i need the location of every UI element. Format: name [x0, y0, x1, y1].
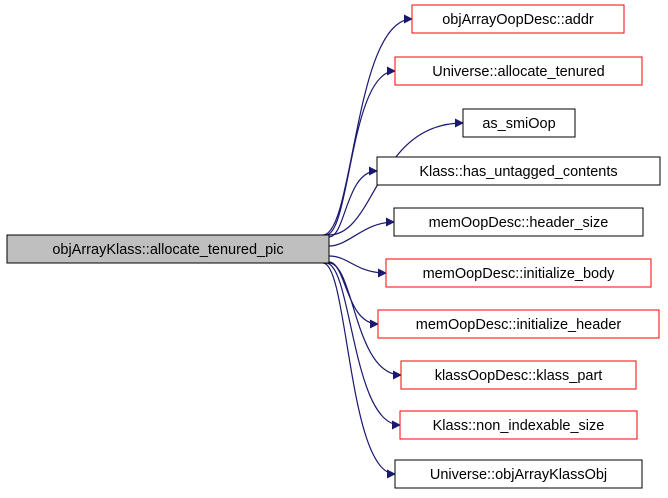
callee-node[interactable]: memOopDesc::initialize_body	[385, 258, 652, 288]
root-function-box[interactable]	[6, 234, 330, 264]
call-edge	[325, 262, 401, 430]
callee-label: klassOopDesc::klass_part	[435, 368, 603, 384]
callee-box[interactable]	[411, 4, 625, 34]
root-function-label: objArrayKlass::allocate_tenured_pic	[52, 242, 283, 258]
callee-box[interactable]	[400, 360, 637, 390]
callee-nodes: objArrayOopDesc::addrUniverse::allocate_…	[376, 4, 661, 489]
callee-label: Klass::has_untagged_contents	[419, 164, 617, 180]
callee-node[interactable]: klassOopDesc::klass_part	[400, 360, 637, 390]
callee-box[interactable]	[462, 108, 576, 138]
callee-box[interactable]	[394, 459, 643, 489]
callee-box[interactable]	[394, 56, 643, 86]
callee-node[interactable]: memOopDesc::initialize_header	[377, 309, 660, 339]
callee-label: memOopDesc::initialize_body	[423, 266, 616, 282]
callee-node[interactable]: Klass::has_untagged_contents	[376, 156, 661, 186]
callee-node[interactable]: as_smiOop	[462, 108, 576, 138]
callee-label: objArrayOopDesc::addr	[442, 12, 594, 28]
callee-node[interactable]: Universe::objArrayKlassObj	[394, 459, 643, 489]
callee-node[interactable]: Universe::allocate_tenured	[394, 56, 643, 86]
callee-label: Universe::objArrayKlassObj	[430, 467, 607, 483]
callee-box[interactable]	[376, 156, 661, 186]
call-edge	[328, 262, 402, 380]
callee-node[interactable]: memOopDesc::header_size	[393, 207, 644, 237]
callee-node[interactable]: objArrayOopDesc::addr	[411, 4, 625, 34]
callee-label: Klass::non_indexable_size	[433, 418, 605, 434]
callee-label: Universe::allocate_tenured	[432, 64, 605, 80]
call-edge	[328, 166, 378, 238]
call-edge	[322, 14, 413, 236]
callee-box[interactable]	[377, 309, 660, 339]
callee-box[interactable]	[399, 410, 638, 440]
callee-label: as_smiOop	[482, 116, 555, 132]
callee-box[interactable]	[385, 258, 652, 288]
call-edge	[328, 217, 395, 247]
call-edges	[322, 14, 464, 479]
call-edge	[328, 255, 387, 278]
callee-label: memOopDesc::initialize_header	[416, 317, 622, 333]
call-edge	[322, 262, 396, 479]
root-function-node[interactable]: objArrayKlass::allocate_tenured_pic	[6, 234, 330, 264]
call-edge	[325, 66, 396, 236]
callee-label: memOopDesc::header_size	[429, 215, 609, 231]
callee-node[interactable]: Klass::non_indexable_size	[399, 410, 638, 440]
callee-box[interactable]	[393, 207, 644, 237]
